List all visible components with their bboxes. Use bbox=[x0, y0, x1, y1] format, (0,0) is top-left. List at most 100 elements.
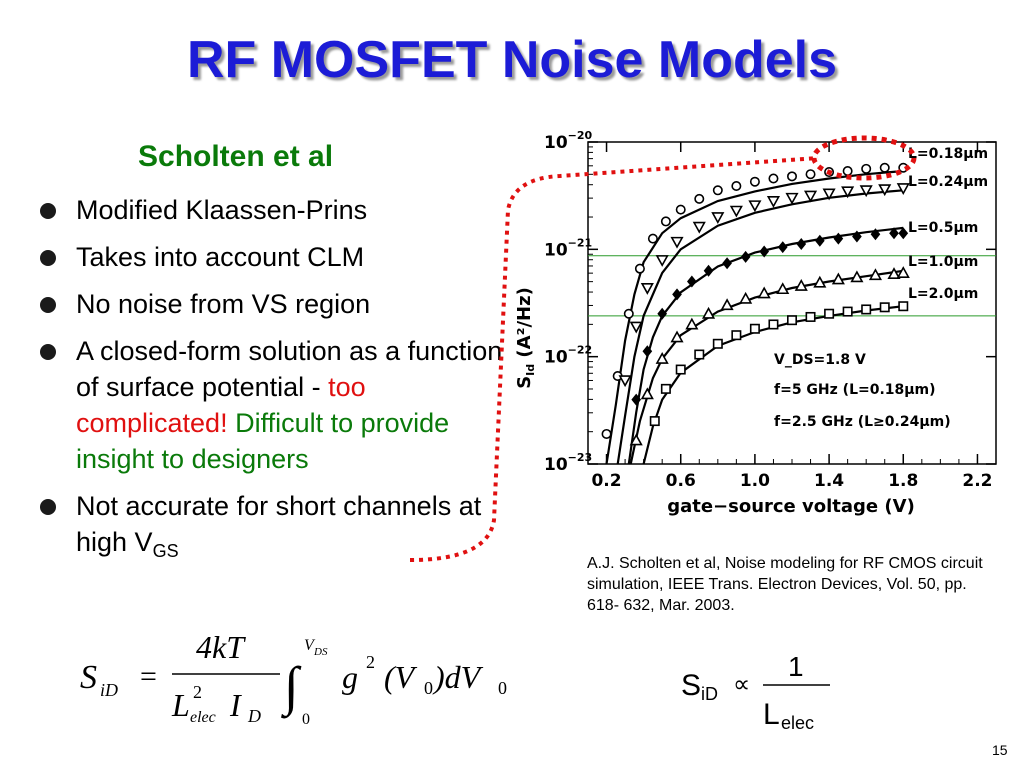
data-point-triangle-up bbox=[794, 278, 808, 291]
bullet-item: Not accurate for short channels at high … bbox=[36, 488, 506, 569]
data-point-circle bbox=[675, 204, 686, 215]
fit-curve bbox=[605, 169, 904, 465]
emphasis-red-text: too complicated! bbox=[76, 372, 366, 438]
data-point-triangle-up bbox=[685, 317, 699, 330]
data-point-diamond bbox=[814, 234, 825, 247]
y-tick-base: 10 bbox=[544, 455, 568, 475]
bullet-text: Modified Klaassen-Prins bbox=[76, 195, 368, 225]
data-point-square bbox=[786, 315, 797, 326]
y-tick-exponent: −21 bbox=[568, 236, 593, 249]
f1-int-upper-sub: DS bbox=[313, 646, 328, 658]
data-point-circle bbox=[694, 193, 705, 204]
data-point-circle bbox=[634, 263, 645, 274]
data-point-diamond bbox=[870, 228, 881, 241]
citation: A.J. Scholten et al, Noise modeling for … bbox=[587, 555, 983, 614]
f2-den: L bbox=[763, 698, 780, 731]
annotation-f25: f=2.5 GHz (L≥0.24μm) bbox=[774, 414, 951, 430]
f1-den-L-sup: 2 bbox=[193, 682, 202, 702]
f1-den-L: L bbox=[171, 687, 190, 723]
data-point-diamond bbox=[657, 307, 668, 320]
f1-den-I-sub: D bbox=[247, 706, 261, 726]
x-tick-label: 0.6 bbox=[666, 471, 696, 491]
data-point-square bbox=[768, 319, 779, 330]
fit-curve bbox=[616, 189, 904, 465]
data-point-triangle-up bbox=[850, 270, 864, 283]
data-point-triangle-down bbox=[692, 221, 706, 234]
data-point-triangle-down bbox=[878, 184, 892, 197]
bullet-item: No noise from VS region bbox=[36, 286, 506, 322]
data-point-triangle-down bbox=[841, 186, 855, 199]
data-point-diamond bbox=[722, 257, 732, 270]
f2-lhs-sub: iD bbox=[701, 684, 718, 704]
data-point-circle bbox=[601, 428, 612, 439]
f1-den-I: I bbox=[229, 687, 242, 723]
data-point-diamond bbox=[687, 275, 697, 288]
y-tick-exponent: −20 bbox=[568, 129, 593, 142]
f2-propto: ∝ bbox=[733, 671, 750, 698]
series-label: L=1.0μm bbox=[908, 254, 978, 270]
data-point-circle bbox=[731, 181, 742, 192]
bullet-item: A closed-form solution as a function of … bbox=[36, 333, 506, 477]
f1-arg-sub: 0 bbox=[424, 678, 433, 698]
y-tick-exponent: −23 bbox=[568, 451, 593, 464]
series-label: L=2.0μm bbox=[908, 286, 978, 302]
data-point-triangle-down bbox=[655, 255, 669, 267]
data-point-triangle-down bbox=[640, 282, 654, 295]
subscript-text: GS bbox=[152, 541, 179, 561]
data-point-diamond bbox=[740, 250, 751, 263]
f1-g-sup: 2 bbox=[366, 652, 375, 672]
f1-eq: = bbox=[140, 660, 157, 693]
data-point-diamond bbox=[703, 264, 714, 277]
data-point-circle bbox=[660, 216, 671, 227]
data-point-triangle-down bbox=[785, 192, 799, 205]
data-point-triangle-up bbox=[813, 275, 827, 288]
bullet-text: Not accurate for short channels at high … bbox=[76, 491, 482, 557]
data-point-triangle-up bbox=[887, 267, 901, 280]
data-point-circle bbox=[647, 233, 658, 244]
data-point-diamond bbox=[796, 237, 807, 250]
data-point-square bbox=[694, 349, 705, 360]
data-point-diamond bbox=[672, 288, 682, 301]
y-tick-exponent: −22 bbox=[568, 344, 593, 357]
data-point-triangle-up bbox=[776, 282, 790, 295]
data-point-circle bbox=[623, 308, 634, 319]
y-tick-base: 10 bbox=[544, 133, 568, 153]
f2-lhs: S bbox=[681, 669, 701, 702]
y-tick-label: 10−20 bbox=[544, 129, 593, 153]
data-point-triangle-down bbox=[822, 188, 836, 201]
data-point-circle bbox=[805, 169, 816, 180]
subheading: Scholten et al bbox=[138, 140, 334, 173]
f1-g: g bbox=[342, 659, 358, 695]
data-point-square bbox=[824, 308, 835, 319]
f2-den-sub: elec bbox=[781, 713, 814, 733]
data-point-square bbox=[649, 416, 660, 427]
f1-int-upper: V bbox=[304, 637, 316, 654]
bullet-text: Takes into account CLM bbox=[76, 242, 365, 272]
f1-den-L-sub: elec bbox=[190, 709, 216, 726]
data-point-square bbox=[879, 302, 890, 313]
data-point-triangle-up bbox=[670, 330, 684, 343]
data-point-diamond bbox=[642, 345, 653, 358]
annotation-f5: f=5 GHz (L=0.18μm) bbox=[774, 382, 936, 398]
data-point-diamond bbox=[889, 227, 899, 240]
bullet-text: No noise from VS region bbox=[76, 289, 371, 319]
series-label: L=0.24μm bbox=[908, 174, 988, 190]
data-point-triangle-up bbox=[831, 272, 845, 285]
y-tick-base: 10 bbox=[544, 240, 568, 260]
x-tick-label: 1.0 bbox=[740, 471, 770, 491]
data-point-triangle-down bbox=[618, 375, 632, 388]
data-point-circle bbox=[768, 173, 779, 184]
data-point-triangle-up bbox=[868, 268, 883, 281]
x-axis-label: gate−source voltage (V) bbox=[667, 496, 915, 517]
data-point-triangle-down bbox=[859, 185, 873, 198]
data-point-square bbox=[749, 323, 760, 334]
bullet-text: A closed-form solution as a function of … bbox=[76, 336, 503, 402]
data-point-circle bbox=[749, 176, 760, 187]
data-point-triangle-up bbox=[655, 351, 669, 364]
data-point-triangle-up bbox=[640, 387, 654, 400]
data-point-triangle-down bbox=[766, 196, 781, 208]
f1-int-lower: 0 bbox=[302, 711, 310, 728]
